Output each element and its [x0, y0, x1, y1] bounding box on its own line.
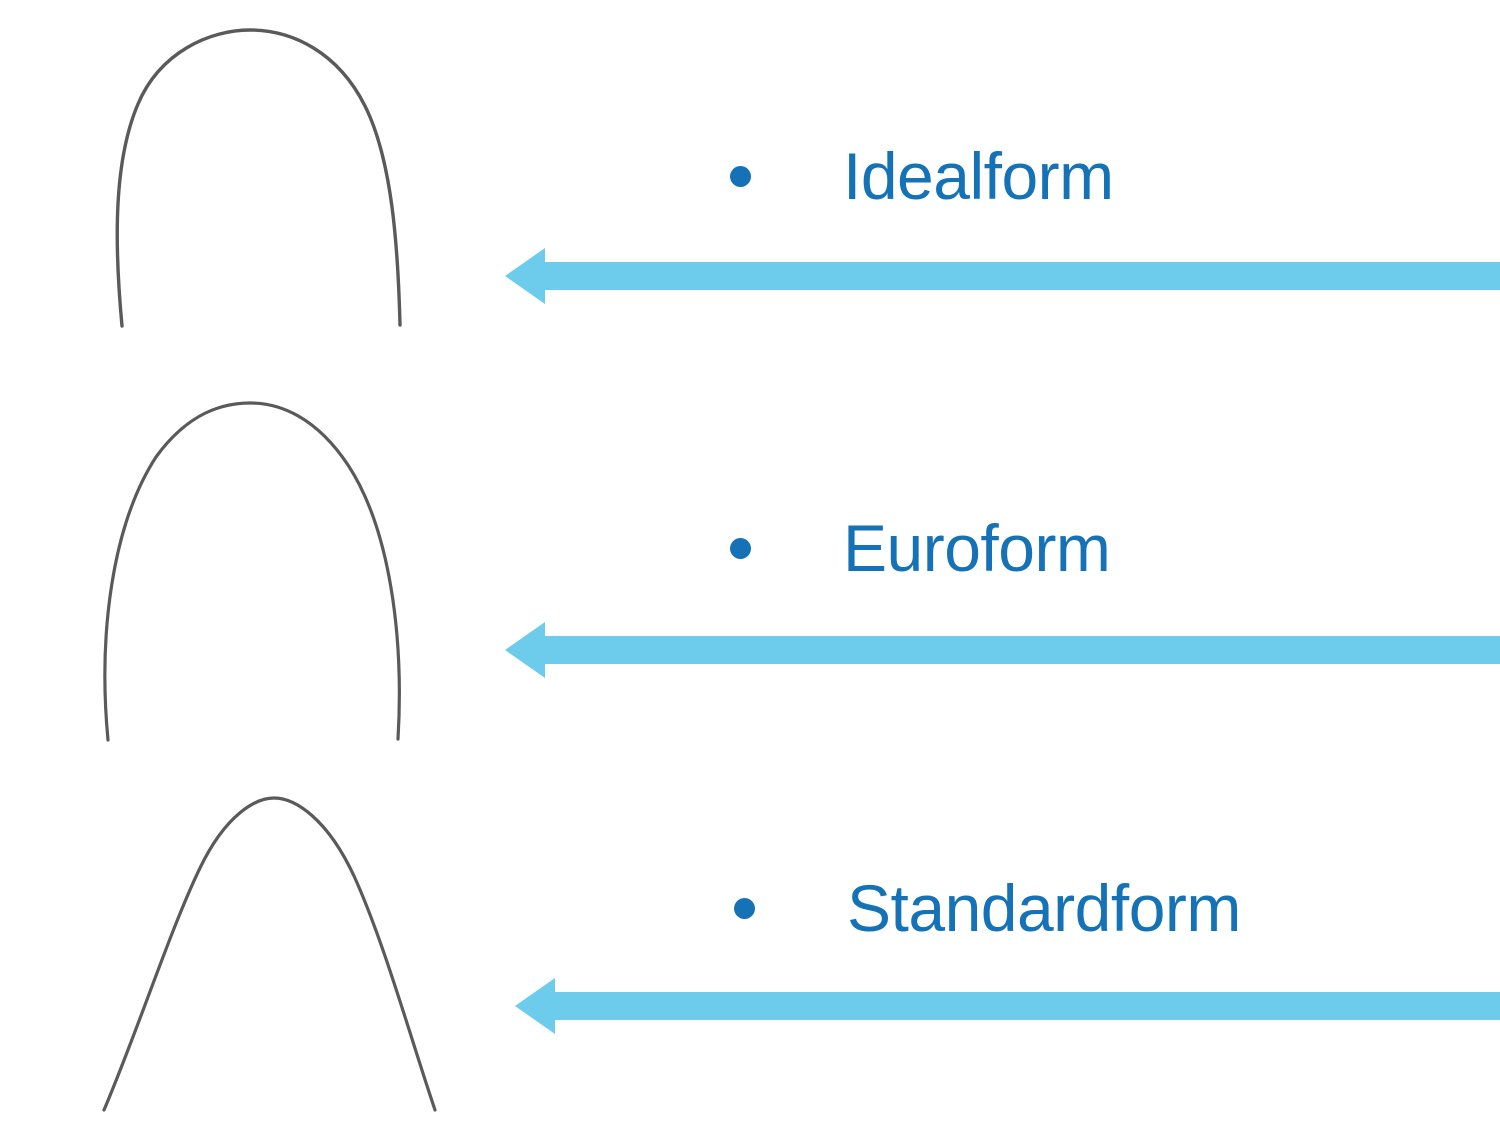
archwire-diagram-idealform [70, 10, 470, 350]
list-item-label: Euroform [843, 511, 1111, 585]
list-item-label: Idealform [843, 139, 1114, 213]
bullet-dot-icon [730, 165, 751, 187]
square-rounded-arch-icon [115, 28, 402, 328]
left-arrow-icon [505, 622, 1500, 678]
bullet-dot-icon [730, 537, 751, 559]
left-arrow-icon [505, 248, 1500, 304]
list-item-standardform: Standardform [734, 875, 1241, 941]
left-arrow-icon [515, 978, 1500, 1034]
list-item-idealform: Idealform [730, 143, 1114, 209]
list-item-euroform: Euroform [730, 511, 1111, 585]
archwire-diagram-standardform [60, 780, 480, 1125]
ovoid-arch-icon [103, 401, 401, 742]
left-arrow-euroform [505, 622, 1500, 678]
left-arrow-standardform [515, 978, 1500, 1034]
list-item-label: Standardform [847, 871, 1241, 945]
tapered-arch-icon [102, 796, 437, 1112]
bullet-dot-icon [734, 897, 755, 919]
left-arrow-idealform [505, 248, 1500, 304]
archwire-diagram-euroform [60, 385, 460, 755]
